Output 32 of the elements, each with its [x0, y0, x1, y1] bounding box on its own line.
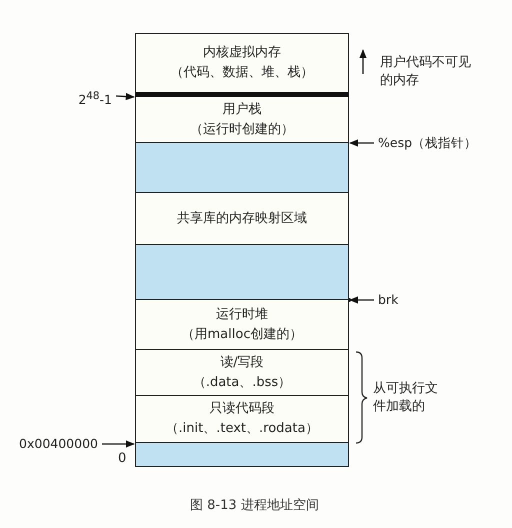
segment-label: （.init、.text、.rodata） [166, 420, 318, 438]
memory-segment [135, 193, 349, 245]
address-label: 2$^{48}$-1 [20, 88, 112, 108]
address-label: brk [378, 292, 408, 308]
arrow [349, 296, 374, 304]
arrow [116, 92, 135, 100]
memory-segment [135, 33, 349, 97]
segment-label: （代码、数据、堆、栈） [170, 64, 314, 82]
memory-segment [135, 396, 349, 443]
segment-label: （用malloc创建的） [182, 326, 302, 344]
arrow [349, 139, 374, 147]
segment-label: （.data、.bss） [192, 374, 292, 392]
segment-label: 读/写段 [220, 354, 264, 372]
memory-segment [135, 300, 349, 350]
segment-label: 运行时堆 [216, 306, 268, 324]
address-label: %esp（栈指针） [378, 135, 496, 151]
memory-segment [135, 97, 349, 143]
note: 用户代码不可见的内存 [380, 54, 472, 90]
address-label: 0 [118, 450, 126, 468]
segment-label: 内核虚拟内存 [203, 44, 281, 62]
figure-caption: 图 8-13 进程地址空间 [190, 497, 319, 514]
memory-segment [135, 350, 349, 396]
arrow [102, 440, 135, 448]
address-label: 0x00400000 [8, 436, 98, 452]
segment-label: 共享库的内存映射区域 [177, 210, 307, 228]
segment-label: 只读代码段 [210, 400, 274, 418]
free-memory-region [135, 443, 349, 467]
free-memory-region [135, 143, 349, 193]
free-memory-region [135, 245, 349, 300]
segment-label: （运行时创建的） [190, 120, 294, 138]
note: 从可执行文件加载的 [373, 380, 439, 416]
segment-label: 用户栈 [222, 100, 262, 118]
